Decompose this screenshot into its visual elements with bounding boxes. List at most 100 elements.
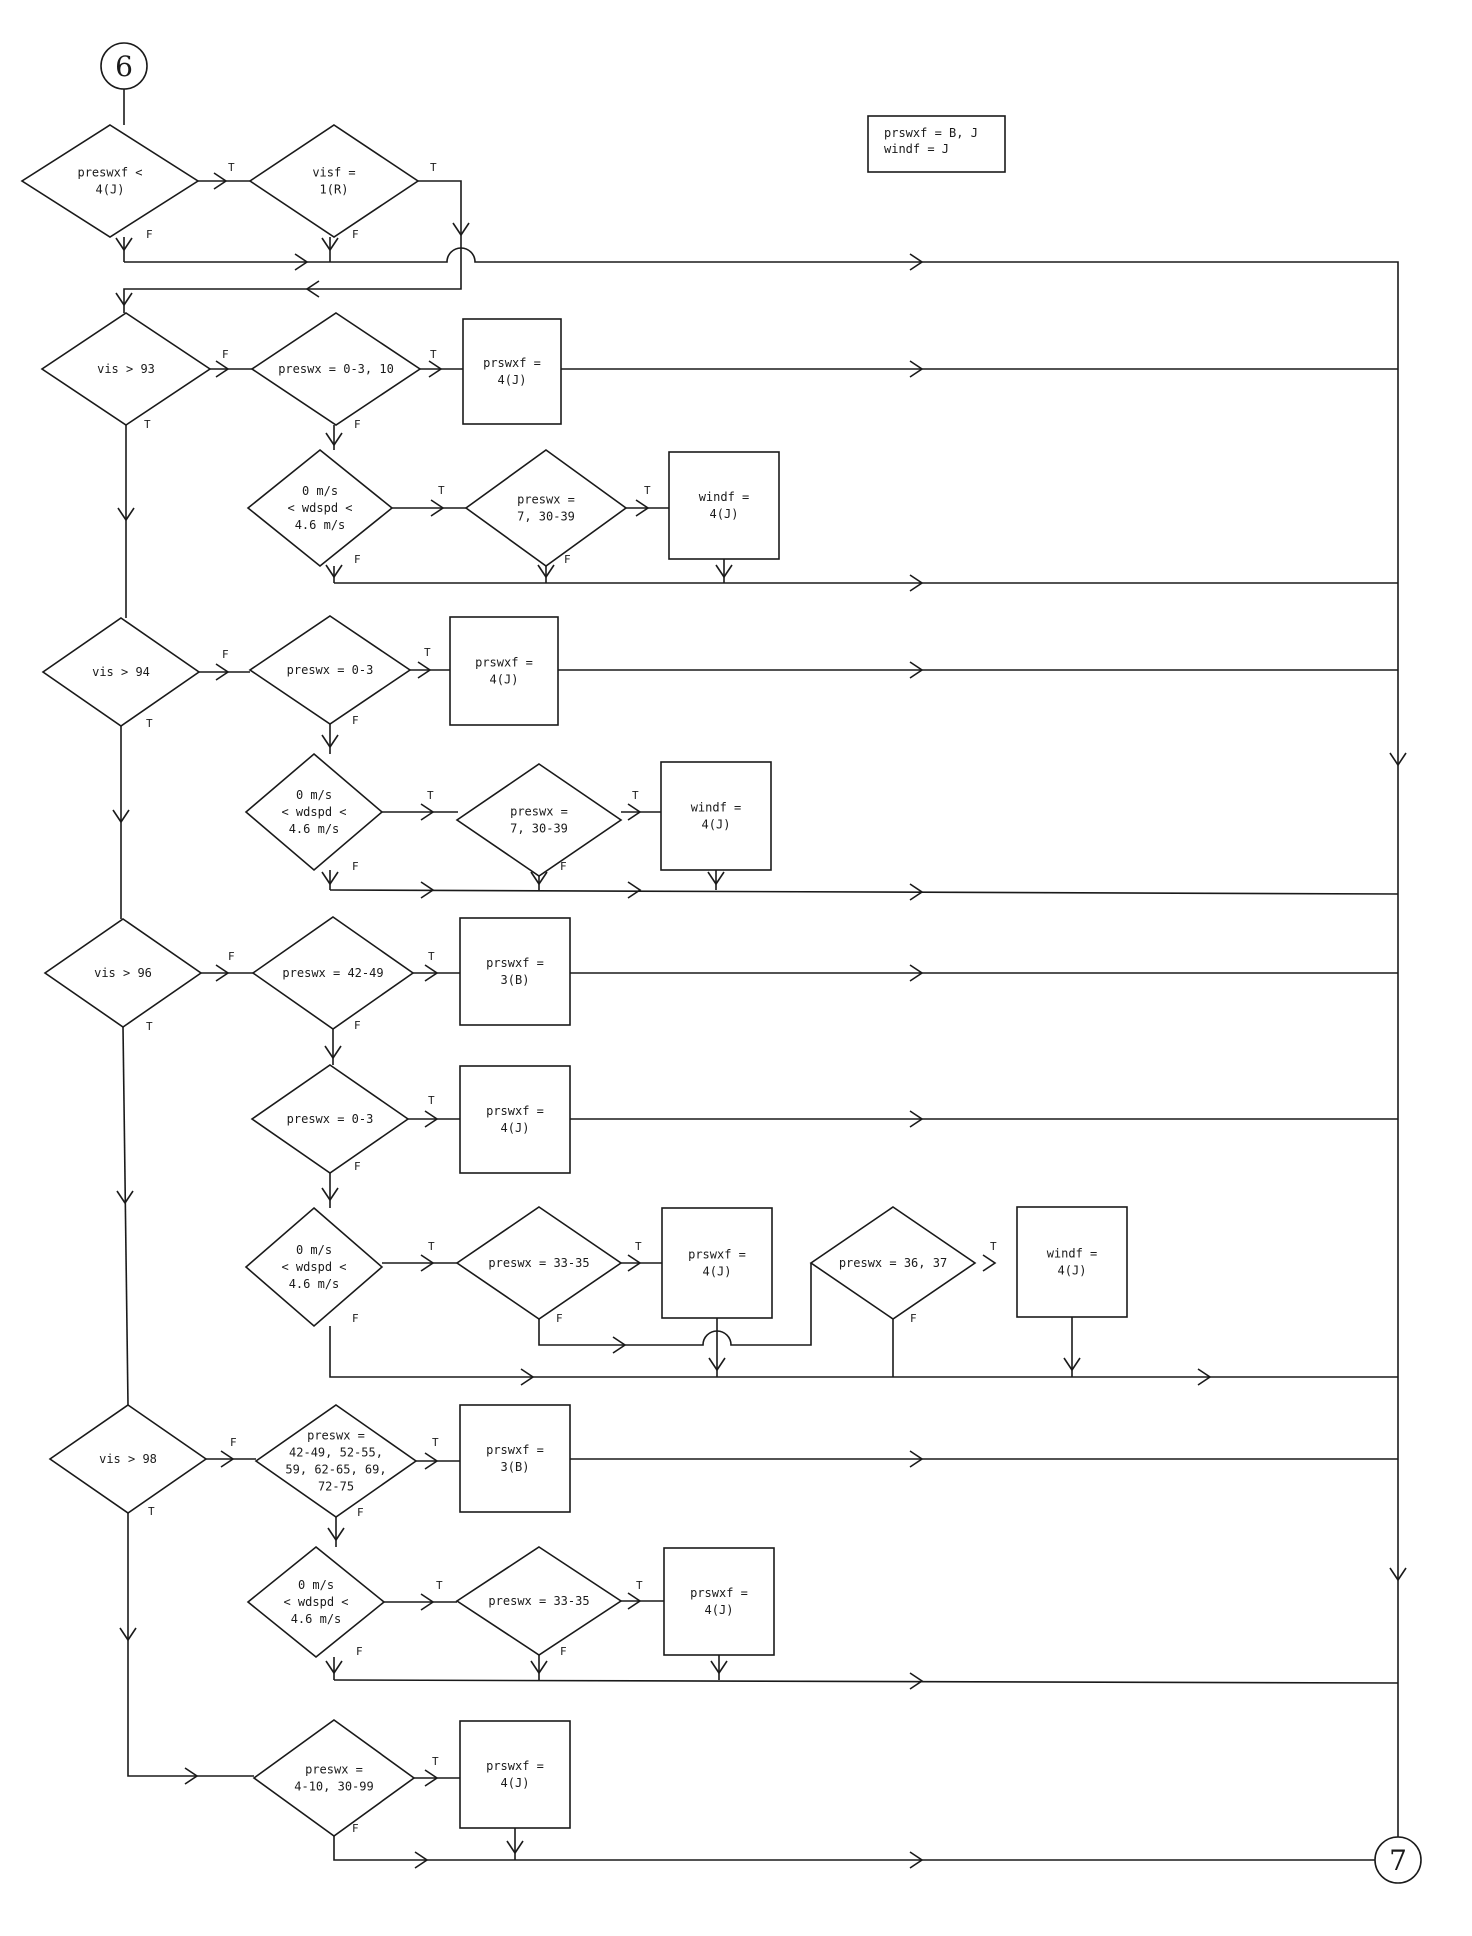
process-b10-text: 4(J)	[705, 1603, 734, 1617]
decision-d9-text: < wdspd <	[281, 805, 346, 819]
arrowhead	[708, 1357, 726, 1372]
arrowhead	[294, 253, 309, 271]
arrowhead	[327, 1527, 345, 1542]
decision-d6	[464, 449, 628, 567]
arrowhead	[115, 292, 133, 307]
decision-d8-text: preswx = 0-3	[287, 663, 374, 677]
arrowhead	[117, 507, 135, 522]
decision-d2-text: visf =	[312, 166, 355, 180]
true-branch-label: T	[432, 1436, 439, 1449]
arrowhead	[627, 1254, 642, 1272]
decision-d16-text: preswx = 36, 37	[839, 1256, 947, 1270]
arrowhead	[428, 360, 443, 378]
arrowhead	[424, 1452, 439, 1470]
process-b6-text: 4(J)	[501, 1121, 530, 1135]
process-b1-text: prswxf =	[483, 356, 541, 370]
arrowhead	[627, 803, 642, 821]
decision-d21	[252, 1719, 416, 1837]
false-branch-label: F	[357, 1506, 364, 1519]
decision-d14-text: < wdspd <	[281, 1260, 346, 1274]
process-b1	[462, 318, 562, 425]
false-branch-label: F	[910, 1312, 917, 1325]
false-branch-label: F	[560, 860, 567, 873]
arrowhead	[417, 661, 432, 679]
process-b9-text: prswxf =	[486, 1443, 544, 1457]
true-branch-label: T	[424, 646, 431, 659]
decision-d20	[455, 1546, 623, 1656]
arrowhead	[420, 803, 435, 821]
decision-d10-text: 7, 30-39	[510, 822, 568, 836]
arrowhead	[909, 253, 924, 271]
true-branch-label: T	[148, 1505, 155, 1518]
arrowhead	[715, 564, 733, 579]
process-b6	[459, 1065, 571, 1174]
arrowhead	[321, 871, 339, 886]
decision-d15-text: preswx = 33-35	[488, 1256, 589, 1270]
arrowhead	[220, 1450, 235, 1468]
process-b2	[668, 451, 780, 560]
true-branch-label: T	[144, 418, 151, 431]
decision-d19-text: < wdspd <	[283, 1595, 348, 1609]
decision-d4	[250, 312, 422, 426]
decision-d20-text: preswx = 33-35	[488, 1594, 589, 1608]
decision-d5-text: 4.6 m/s	[295, 518, 346, 532]
arrowhead	[213, 172, 228, 190]
arrowhead	[909, 1450, 924, 1468]
arrowhead	[119, 1627, 137, 1642]
arrowhead	[909, 661, 924, 679]
arrowhead	[707, 871, 725, 886]
arrowhead	[909, 1110, 924, 1128]
arrowhead	[506, 1840, 524, 1855]
true-branch-label: T	[427, 789, 434, 802]
decision-d16	[809, 1206, 977, 1320]
false-branch-label: F	[354, 1160, 361, 1173]
arrowhead	[612, 1336, 627, 1354]
false-branch-label: F	[222, 348, 229, 361]
arrowhead	[635, 499, 650, 517]
arrowhead	[325, 564, 343, 579]
process-b11-text: 4(J)	[501, 1776, 530, 1790]
false-branch-label: F	[354, 553, 361, 566]
arrowhead	[537, 564, 555, 579]
true-branch-label: T	[146, 717, 153, 730]
decision-d11-text: vis > 96	[94, 966, 152, 980]
connector-start	[100, 42, 148, 90]
arrowhead	[424, 1769, 439, 1787]
false-branch-label: F	[356, 1645, 363, 1658]
false-branch-label: F	[556, 1312, 563, 1325]
false-branch-label: F	[354, 418, 361, 431]
decision-d9-text: 0 m/s	[296, 788, 332, 802]
arrowhead	[424, 964, 439, 982]
arrowhead	[909, 1851, 924, 1869]
decision-d17-text: vis > 98	[99, 1452, 157, 1466]
false-branch-label: F	[228, 950, 235, 963]
arrowhead	[184, 1767, 199, 1785]
decision-d6-text: preswx =	[517, 493, 575, 507]
arrowhead	[1197, 1368, 1212, 1386]
true-branch-label: T	[632, 789, 639, 802]
process-b2-text: windf =	[699, 490, 750, 504]
process-b6-text: prswxf =	[486, 1104, 544, 1118]
decision-d11	[43, 918, 203, 1028]
false-branch-label: F	[352, 1312, 359, 1325]
arrowhead	[430, 499, 445, 517]
arrowhead	[909, 1672, 924, 1690]
decision-d7	[41, 617, 201, 727]
true-branch-label: T	[146, 1020, 153, 1033]
true-branch-label: T	[432, 1755, 439, 1768]
arrowhead	[305, 280, 320, 298]
arrowhead	[325, 432, 343, 447]
decision-d21-text: preswx =	[305, 1763, 363, 1777]
decision-d9-text: 4.6 m/s	[289, 822, 340, 836]
true-branch-label: T	[430, 348, 437, 361]
process-b3	[449, 616, 559, 726]
false-branch-label: F	[352, 228, 359, 241]
decision-d14	[244, 1206, 384, 1328]
arrowhead	[710, 1660, 728, 1675]
arrowhead	[1063, 1357, 1081, 1372]
arrowhead	[420, 1593, 435, 1611]
decision-d18-text: 59, 62-65, 69,	[285, 1463, 386, 1477]
process-b4-text: windf =	[691, 801, 742, 815]
